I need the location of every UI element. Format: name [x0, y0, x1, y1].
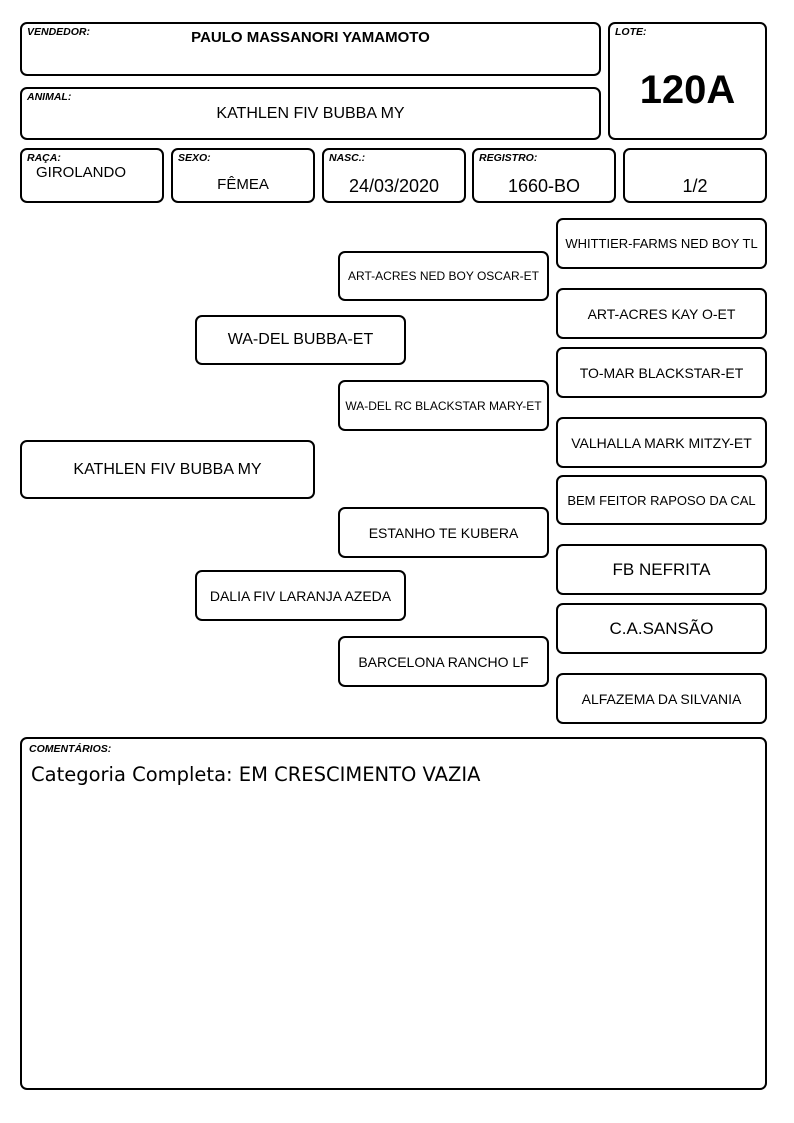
- raca-box: RAÇA: GIROLANDO: [20, 148, 164, 203]
- lote-value: 120A: [639, 68, 736, 112]
- comments-label: COMENTÁRIOS:: [29, 743, 112, 755]
- lote-box: LOTE: 120A: [608, 22, 767, 140]
- vendedor-box: VENDEDOR: PAULO MASSANORI YAMAMOTO: [20, 22, 601, 76]
- animal-box: ANIMAL: KATHLEN FIV BUBBA MY: [20, 87, 601, 140]
- sexo-box: SEXO: FÊMEA: [171, 148, 315, 203]
- pedigree-ggp-1: WHITTIER-FARMS NED BOY TL: [556, 218, 767, 269]
- pedigree-dam-sire: ESTANHO TE KUBERA: [338, 507, 549, 558]
- pedigree-ggp-3: TO-MAR BLACKSTAR-ET: [556, 347, 767, 398]
- pedigree-sire-dam: WA-DEL RC BLACKSTAR MARY-ET: [338, 380, 549, 431]
- pedigree-sire-sire: ART-ACRES NED BOY OSCAR-ET: [338, 251, 549, 301]
- nasc-label: NASC.:: [329, 152, 366, 164]
- animal-value: KATHLEN FIV BUBBA MY: [216, 105, 405, 122]
- lote-label: LOTE:: [615, 26, 647, 38]
- sexo-label: SEXO:: [178, 152, 211, 164]
- pedigree-dam: DALIA FIV LARANJA AZEDA: [195, 570, 406, 621]
- raca-value: GIROLANDO: [35, 164, 126, 181]
- pedigree-sire: WA-DEL BUBBA-ET: [195, 315, 406, 365]
- raca-label: RAÇA:: [27, 152, 61, 164]
- pedigree-ggp-6: FB NEFRITA: [556, 544, 767, 595]
- pedigree-ggp-7: C.A.SANSÃO: [556, 603, 767, 654]
- nasc-box: NASC.: 24/03/2020: [322, 148, 466, 203]
- vendedor-label: VENDEDOR:: [27, 26, 91, 38]
- animal-label: ANIMAL:: [27, 91, 72, 103]
- comments-text: Categoria Completa: EM CRESCIMENTO VAZIA: [31, 763, 481, 786]
- registro-value: 1660-BO: [507, 176, 581, 196]
- nasc-value: 24/03/2020: [348, 176, 440, 196]
- grau-value: 1/2: [682, 176, 708, 196]
- vendedor-value: PAULO MASSANORI YAMAMOTO: [191, 29, 430, 46]
- pedigree-ggp-5: BEM FEITOR RAPOSO DA CAL: [556, 475, 767, 525]
- pedigree-ggp-2: ART-ACRES KAY O-ET: [556, 288, 767, 339]
- pedigree-ggp-4: VALHALLA MARK MITZY-ET: [556, 417, 767, 468]
- comments-box: COMENTÁRIOS: Categoria Completa: EM CRES…: [20, 737, 767, 1090]
- grau-box: 1/2: [623, 148, 767, 203]
- registro-box: REGISTRO: 1660-BO: [472, 148, 616, 203]
- sexo-value: FÊMEA: [217, 176, 269, 193]
- pedigree-ggp-8: ALFAZEMA DA SILVANIA: [556, 673, 767, 724]
- pedigree-dam-dam: BARCELONA RANCHO LF: [338, 636, 549, 687]
- registro-label: REGISTRO:: [479, 152, 538, 164]
- pedigree-animal: KATHLEN FIV BUBBA MY: [20, 440, 315, 499]
